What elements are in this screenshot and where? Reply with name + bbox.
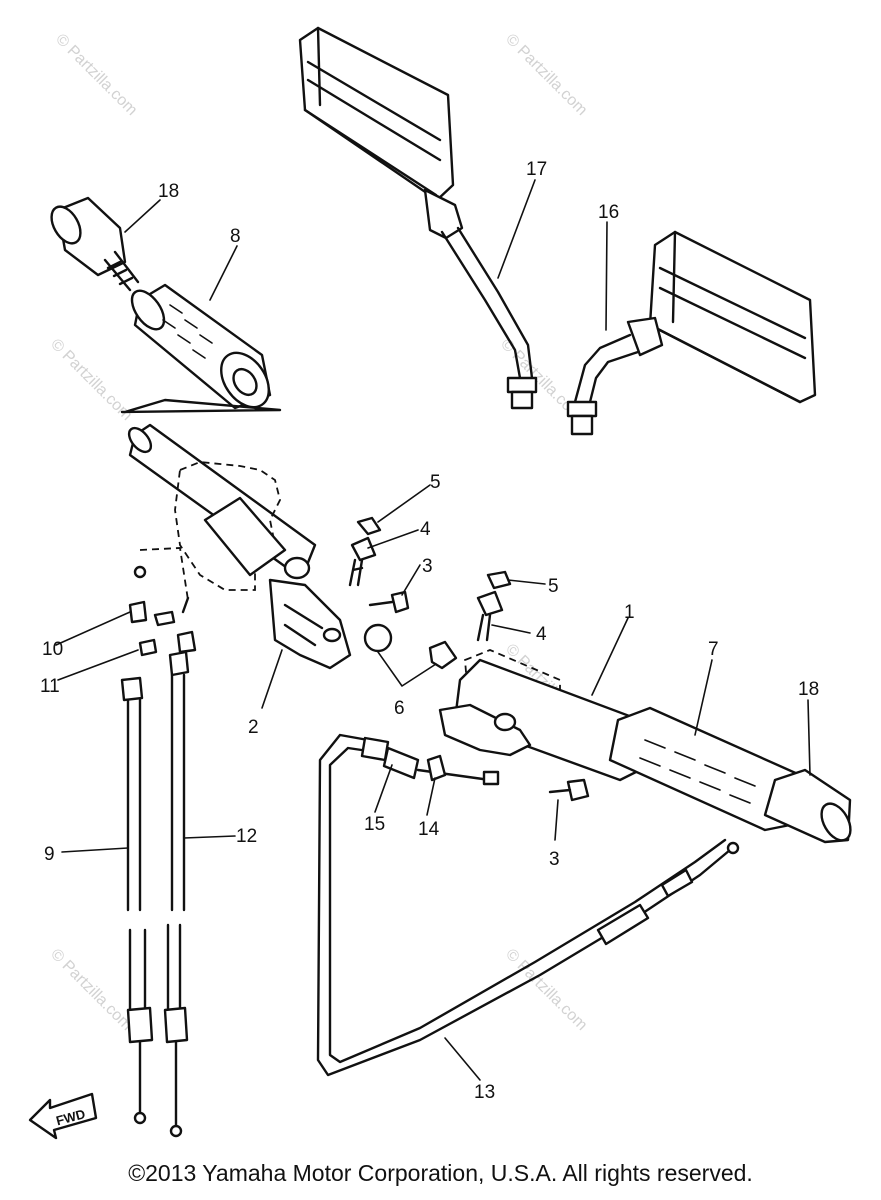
callout-13: 13 <box>474 1082 495 1103</box>
watermark: © Partzilla.com <box>52 31 140 119</box>
mirror-right-16 <box>566 230 817 436</box>
cable-13 <box>316 733 740 1077</box>
leader-lines <box>55 179 811 1081</box>
callout-12: 12 <box>236 826 257 847</box>
watermark: © Partzilla.com <box>47 946 135 1034</box>
callout-18: 18 <box>158 181 179 202</box>
callout-3: 3 <box>549 849 560 870</box>
throttle-cables <box>120 547 197 1138</box>
grip-left-8 <box>130 283 272 410</box>
throttle-holder-2 <box>268 578 352 670</box>
fwd-arrow-icon: FWD <box>28 1092 98 1140</box>
fwd-label: FWD <box>54 1106 86 1128</box>
callout-7: 7 <box>708 639 719 660</box>
copyright-notice: ©2013 Yamaha Motor Corporation, U.S.A. A… <box>128 1160 753 1186</box>
callout-16: 16 <box>598 202 619 223</box>
bar-end-right-18 <box>763 768 852 844</box>
mirror-left-17 <box>298 26 538 410</box>
callout-5: 5 <box>430 472 441 493</box>
callout-17: 17 <box>526 159 547 180</box>
screws-upper <box>348 516 410 614</box>
watermark: © Partzilla.com <box>502 946 590 1034</box>
callout-1: 1 <box>624 602 635 623</box>
callout-11: 11 <box>40 676 60 697</box>
callout-6: 6 <box>394 698 405 719</box>
callout-18: 18 <box>798 679 819 700</box>
callout-10: 10 <box>42 639 63 660</box>
callout-4: 4 <box>420 519 431 540</box>
handlebar <box>120 398 317 591</box>
callouts: 1 2 3 3 4 4 5 5 6 7 8 9 10 11 12 13 14 1… <box>40 159 819 1103</box>
caps-6 <box>363 623 458 670</box>
callout-2: 2 <box>248 717 259 738</box>
callout-14: 14 <box>418 819 440 840</box>
callout-15: 15 <box>364 814 385 835</box>
callout-5: 5 <box>548 576 559 597</box>
screws-lower <box>476 570 590 802</box>
bar-end-left-18 <box>50 196 140 292</box>
callout-9: 9 <box>44 844 55 865</box>
watermark: © Partzilla.com <box>502 31 590 119</box>
callout-4: 4 <box>536 624 547 645</box>
callout-8: 8 <box>230 226 241 247</box>
callout-3: 3 <box>422 556 433 577</box>
